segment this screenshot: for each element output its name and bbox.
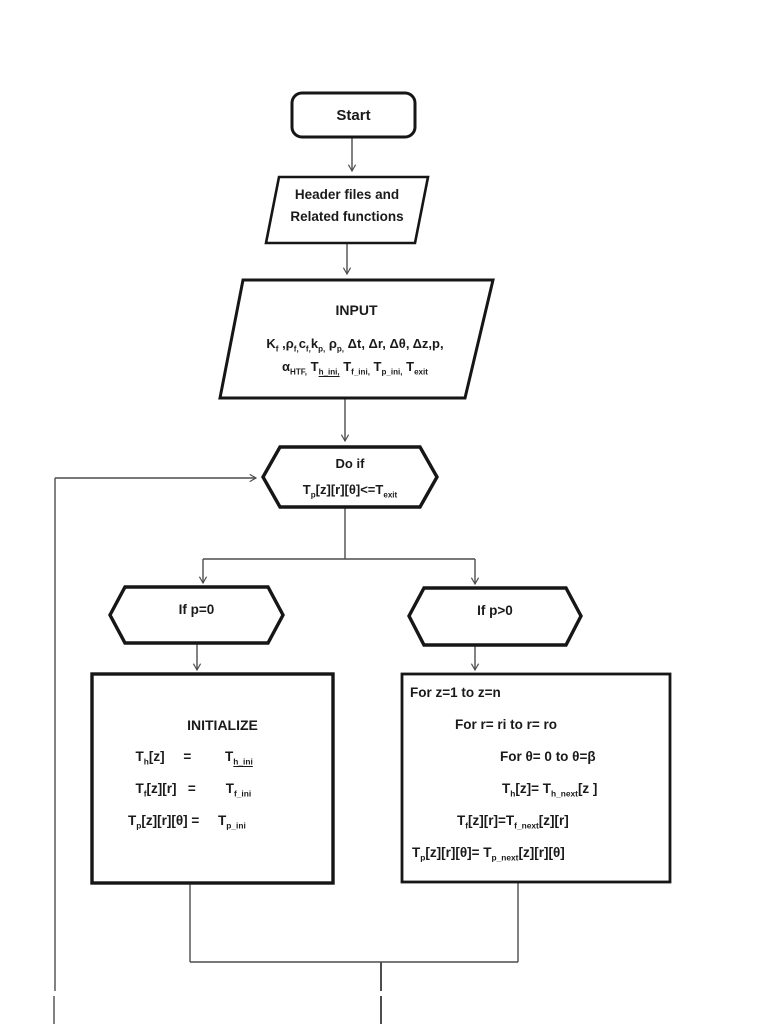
input-node-shape: [218, 278, 495, 400]
loop-node-statements: For z=1 to z=n For r= ri to r= ro For θ=…: [402, 685, 670, 877]
initialize-node-title: INITIALIZE: [187, 717, 258, 733]
input-parameters-line-2: αHTF, Th_ini, Tf_ini, Tp_ini, Texit: [282, 359, 428, 377]
header-files-line-2: Related functions: [290, 209, 404, 224]
loop-row-tf-update: Tf[z][r]=Tf_next[z][r]: [457, 813, 569, 831]
loop-row-tp-update: Tp[z][r][θ]= Tp_next[z][r][θ]: [412, 845, 565, 863]
do-if-condition: Tp[z][r][θ]<=Texit: [302, 482, 398, 500]
do-if-line-1: Do if: [335, 456, 365, 471]
connectors: [53, 137, 519, 1024]
loop-row-for-theta: For θ= 0 to θ=β: [500, 749, 596, 764]
initialize-row-1: Th[z] = Th_ini: [128, 749, 253, 767]
branch-p0-node-shape: [108, 585, 285, 645]
start-node-label: Start: [336, 106, 371, 124]
initialize-row-3: Tp[z][r][θ] = Tp_ini: [128, 813, 246, 831]
loop-row-for-z: For z=1 to z=n: [410, 685, 501, 700]
initialize-row-2: Tf[z][r] = Tf_ini: [128, 781, 252, 799]
initialize-node-shape: [90, 672, 335, 885]
input-node-parameters: Kf ,ρf,cf,kp, ρp, Δt, Δr, Δθ, Δz,p, αHTF…: [205, 332, 505, 378]
header-files-line-1: Header files and: [294, 187, 400, 202]
input-parameters-line-1: Kf ,ρf,cf,kp, ρp, Δt, Δr, Δθ, Δz,p,: [266, 336, 444, 354]
nodes: [90, 91, 672, 885]
input-node-title: INPUT: [335, 302, 378, 318]
loop-node-shape: [400, 672, 672, 884]
loop-row-for-r: For r= ri to r= ro: [455, 717, 558, 732]
branch-pgt0-node-shape: [407, 586, 583, 647]
header-files-node-label: Header files and Related functions: [266, 184, 428, 228]
branch-p0-node-label: If p=0: [178, 602, 215, 617]
initialize-node-assignments: Th[z] = Th_ini Tf[z][r] = Tf_ini Tp[z][r…: [128, 749, 253, 845]
header-files-node-shape: [264, 175, 430, 245]
branch-pgt0-node-label: If p>0: [477, 603, 513, 618]
do-if-node-shape: [261, 445, 439, 509]
start-node-shape: [290, 91, 417, 139]
loop-row-th-update: Th[z]= Th_next[z ]: [502, 781, 598, 799]
do-if-node-label: Do if Tp[z][r][θ]<=Texit: [263, 451, 437, 503]
